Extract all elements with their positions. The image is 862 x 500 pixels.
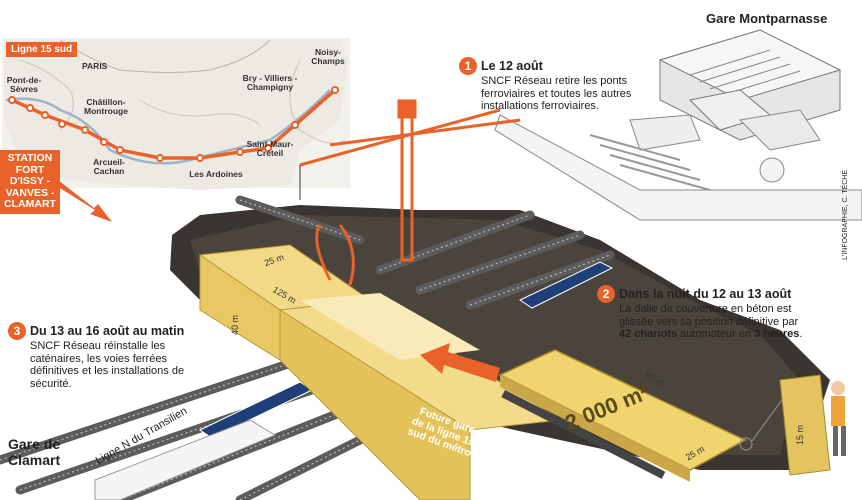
- map-label-paris: PARIS: [82, 61, 108, 71]
- map-label-ardoines: Les Ardoines: [189, 169, 243, 179]
- station-pointer-arrow: [55, 180, 112, 222]
- dim-15m: 15 m: [795, 424, 806, 446]
- worker-figure: [779, 374, 846, 476]
- tower-crane: [299, 99, 521, 262]
- step-2-bold-b: 3 heures: [754, 328, 800, 341]
- step-2-text: La dalle de couverture en béton est glis…: [619, 303, 809, 341]
- zoom-marker: [739, 437, 753, 451]
- curved-arrow-down: [338, 224, 355, 286]
- step-3-title: Du 13 au 16 août au matin: [30, 324, 185, 338]
- map-label-chatillon: Châtillon-Montrouge: [84, 97, 128, 117]
- map-label-bry: Bry - Villiers - Champigny: [242, 73, 298, 93]
- slab-chariots: [501, 390, 666, 479]
- slab-move-arrow: [420, 343, 500, 382]
- gare-montparnasse-label: Gare Montparnasse: [706, 11, 828, 26]
- step-2-text-a: La dalle de couverture en béton est glis…: [619, 303, 799, 328]
- step-2-bold-a: 42 chariots: [619, 328, 678, 341]
- step-1-title: Le 12 août: [481, 59, 543, 73]
- dim-40m: 40 m: [230, 314, 241, 336]
- step-2-text-b: automoteur en: [677, 328, 755, 341]
- station-box: [198, 244, 562, 500]
- gare-clamart-building: [94, 419, 277, 500]
- step-3-text: SNCF Réseau réinstalle les caténaires, l…: [30, 340, 185, 390]
- map-tag: Ligne 15 sud: [6, 42, 78, 57]
- train-upper: [518, 261, 614, 309]
- montparnasse-buildings: [494, 29, 862, 221]
- step-2-text-c: .: [799, 328, 803, 341]
- map-label-saint-maur: Saint-Maur-Créteil: [246, 139, 294, 159]
- step-3-number: 3: [8, 322, 26, 340]
- map-label-pont-de-sevres: Pont-de-Sèvres: [6, 75, 42, 95]
- credit: L'INFOGRAPHIE, C. TÉCHÉ: [842, 170, 849, 260]
- step-1-number: 1: [459, 57, 477, 75]
- map-label-arcueil: Arcueil-Cachan: [93, 157, 125, 177]
- step-2-title: Dans la nuit du 12 au 13 août: [619, 287, 792, 301]
- zoom-line: [751, 399, 783, 442]
- route-stations: [8, 86, 339, 162]
- station-label: STATION FORT D'ISSY - VANVES - CLAMART: [0, 150, 60, 214]
- region-map: [2, 38, 350, 190]
- step-1-text: SNCF Réseau retire les ponts ferroviaire…: [481, 75, 632, 113]
- gare-clamart-label: Gare de Clamart: [8, 436, 61, 469]
- map-label-noisy: Noisy-Champs: [311, 47, 345, 67]
- curved-arrow-up: [315, 224, 332, 281]
- step-2-number: 2: [597, 285, 615, 303]
- slab-edge: [500, 375, 690, 482]
